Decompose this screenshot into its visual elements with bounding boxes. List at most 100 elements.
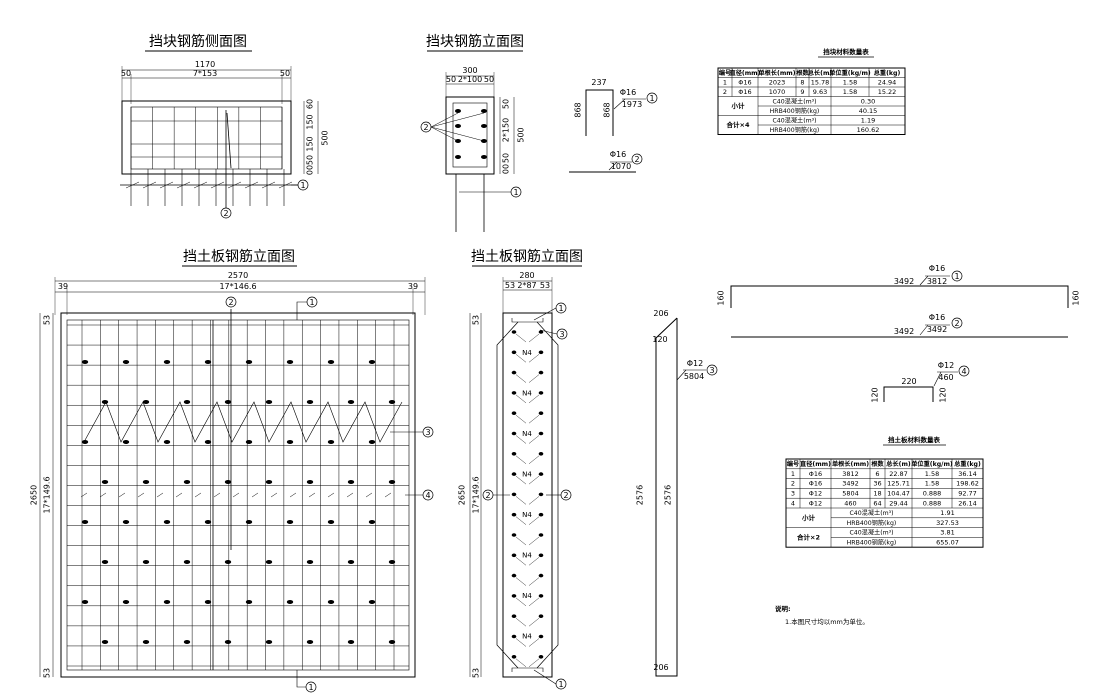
slab-table-cell: 0.888 bbox=[923, 489, 942, 497]
block-table-title: 挡块材料数量表 bbox=[823, 47, 869, 56]
slab-section-tie bbox=[515, 496, 527, 505]
slab-table-header-cell: 编号 bbox=[787, 460, 799, 468]
block-side-dim-height: 500 bbox=[321, 130, 330, 145]
slab-section-tie bbox=[528, 638, 540, 647]
slab-section-rebar-dot bbox=[511, 573, 517, 578]
slab-section-rebar-dot bbox=[511, 492, 517, 497]
slab-section-top-bar bbox=[511, 318, 544, 323]
slab-table-cell: 18 bbox=[873, 489, 881, 497]
block-table-header-cell: 直径(mm) bbox=[730, 69, 761, 77]
block-side-dim-spacing: 7*153 bbox=[193, 69, 217, 78]
slab-table-cell: 4 bbox=[791, 499, 795, 507]
slab-front-rebar-dot bbox=[81, 600, 89, 604]
slab-front-rebar-dot bbox=[81, 360, 89, 364]
slab-table-header-cell: 总长(m) bbox=[886, 460, 911, 468]
notes-heading: 说明: bbox=[775, 604, 791, 613]
slab-table-summary-value: 3.81 bbox=[940, 529, 954, 537]
slab-section-rebar-dot bbox=[511, 634, 517, 639]
block-table-cell: 1 bbox=[723, 78, 727, 86]
slab-bar3-dia: Φ12 bbox=[687, 359, 703, 368]
slab-table-header-cell: 单根长(mm) bbox=[832, 460, 869, 468]
block-side-dim-right: 50 bbox=[280, 69, 290, 78]
slab-front-dim-vspacing: 17*149.6 bbox=[43, 476, 52, 513]
slab-section-rebar-dot bbox=[538, 472, 544, 476]
block-front-rebar-dot bbox=[481, 155, 487, 159]
slab-section-tie bbox=[528, 394, 540, 404]
block-front-dim-right: 50 bbox=[484, 75, 494, 84]
block-table-summary-value: 0.30 bbox=[861, 97, 875, 105]
slab-table-cell: 1.58 bbox=[925, 470, 939, 478]
slab-front-dim-right: 39 bbox=[408, 282, 418, 291]
block-side-dim-v1: 60 bbox=[306, 99, 315, 109]
slab-bar3-leg-right: 2576 bbox=[664, 485, 673, 505]
block-table-summary-label: C40混凝土(m³) bbox=[772, 97, 816, 105]
slab-table-summary-label: C40混凝土(m³) bbox=[849, 509, 893, 517]
slab-section-tie bbox=[515, 638, 527, 647]
block-front-dim-height: 500 bbox=[517, 127, 526, 142]
slab-front-rebar-dot bbox=[183, 480, 191, 484]
slab-section-tie bbox=[528, 557, 540, 566]
slab-table-cell: Φ12 bbox=[809, 499, 822, 507]
block-side-dowel-tick bbox=[227, 181, 242, 189]
slab-table-summary-value: 327.53 bbox=[936, 519, 959, 527]
slab-section-rebar-dot bbox=[511, 655, 517, 659]
block-side-callout-2: 2 bbox=[223, 209, 228, 218]
slab-table-header-cell: 总重(kg) bbox=[954, 460, 981, 468]
slab-table-cell: Φ16 bbox=[809, 480, 822, 488]
slab-section-label-n4: N4 bbox=[522, 390, 532, 398]
block-table-header-cell: 编号 bbox=[719, 69, 731, 77]
slab-front-tick bbox=[175, 492, 183, 498]
block-front-dim-v3: 50 bbox=[502, 153, 511, 163]
slab-table-header-cell: 单位重(kg/m) bbox=[911, 460, 953, 468]
block-front-rebar-dot bbox=[481, 109, 487, 113]
slab-table-cell: 0.888 bbox=[923, 499, 942, 507]
slab-front-rebar-dot bbox=[122, 520, 130, 524]
block-table-summary-value: 40.15 bbox=[859, 107, 878, 115]
slab-front-tick bbox=[213, 492, 221, 498]
slab-front-callout-1-bottom: 1 bbox=[308, 683, 313, 692]
slab-front-rebar-dot bbox=[142, 560, 150, 564]
slab-front-rebar-dot bbox=[286, 440, 294, 444]
slab-front-rebar-dot bbox=[142, 640, 150, 644]
slab-table-cell: 64 bbox=[873, 499, 881, 507]
slab-section-callout-1-bottom: 1 bbox=[558, 680, 563, 689]
block-table-cell: 15.78 bbox=[811, 78, 830, 86]
block-side-dowel-tick bbox=[210, 181, 225, 189]
slab-section-label-n4: N4 bbox=[522, 471, 532, 479]
slab-front-rebar-dot bbox=[183, 640, 191, 644]
block-table-header-cell: 单根长(mm) bbox=[758, 69, 795, 77]
slab-table-summary-value: 1.91 bbox=[940, 509, 954, 517]
slab-section-rebar-dot bbox=[538, 614, 544, 618]
slab-section-rebar-dot bbox=[538, 553, 544, 558]
slab-table-group-label: 小计 bbox=[801, 513, 816, 522]
slab-front-bar-3 bbox=[83, 401, 403, 443]
slab-section-callout-1-top: 1 bbox=[558, 304, 563, 313]
slab-section-tie bbox=[528, 415, 540, 424]
slab-front-rebar-dot bbox=[163, 600, 171, 604]
slab-front-tick bbox=[346, 492, 354, 498]
slab-front-rebar-dot bbox=[163, 360, 171, 364]
slab-front-view: 挡土板钢筋立面图 2570 39 17*146.6 39 2650 17*149… bbox=[30, 248, 434, 693]
block-side-dim-left: 50 bbox=[121, 69, 131, 78]
slab-front-rebar-dot bbox=[306, 400, 314, 404]
slab-table-cell: 36.14 bbox=[958, 470, 977, 478]
block-front-dim-spacing: 2*100 bbox=[458, 75, 482, 84]
slab-front-dim-top: 53 bbox=[43, 315, 52, 325]
slab-section-rebar-dot bbox=[511, 472, 517, 476]
slab-front-title: 挡土板钢筋立面图 bbox=[183, 248, 295, 265]
slab-section-rebar-dot bbox=[511, 391, 517, 395]
slab-table-cell: 460 bbox=[844, 499, 856, 507]
slab-front-callout-4: 4 bbox=[425, 491, 430, 500]
slab-table-cell: 22.87 bbox=[889, 470, 908, 478]
slab-front-rebar-dot bbox=[388, 640, 396, 644]
block-side-dowel-tick bbox=[261, 181, 276, 189]
slab-front-rebar-dot bbox=[388, 480, 396, 484]
slab-section-dim-height: 2650 bbox=[458, 485, 467, 505]
slab-table-summary-label: HRB400钢筋(kg) bbox=[847, 538, 897, 546]
slab-section-label-n4: N4 bbox=[522, 592, 532, 600]
slab-table-group-label: 合计×2 bbox=[796, 532, 820, 541]
slab-section-callout-2-left: 2 bbox=[485, 491, 490, 500]
slab-section-tie bbox=[515, 455, 527, 464]
slab-front-rebar-dot bbox=[163, 520, 171, 524]
